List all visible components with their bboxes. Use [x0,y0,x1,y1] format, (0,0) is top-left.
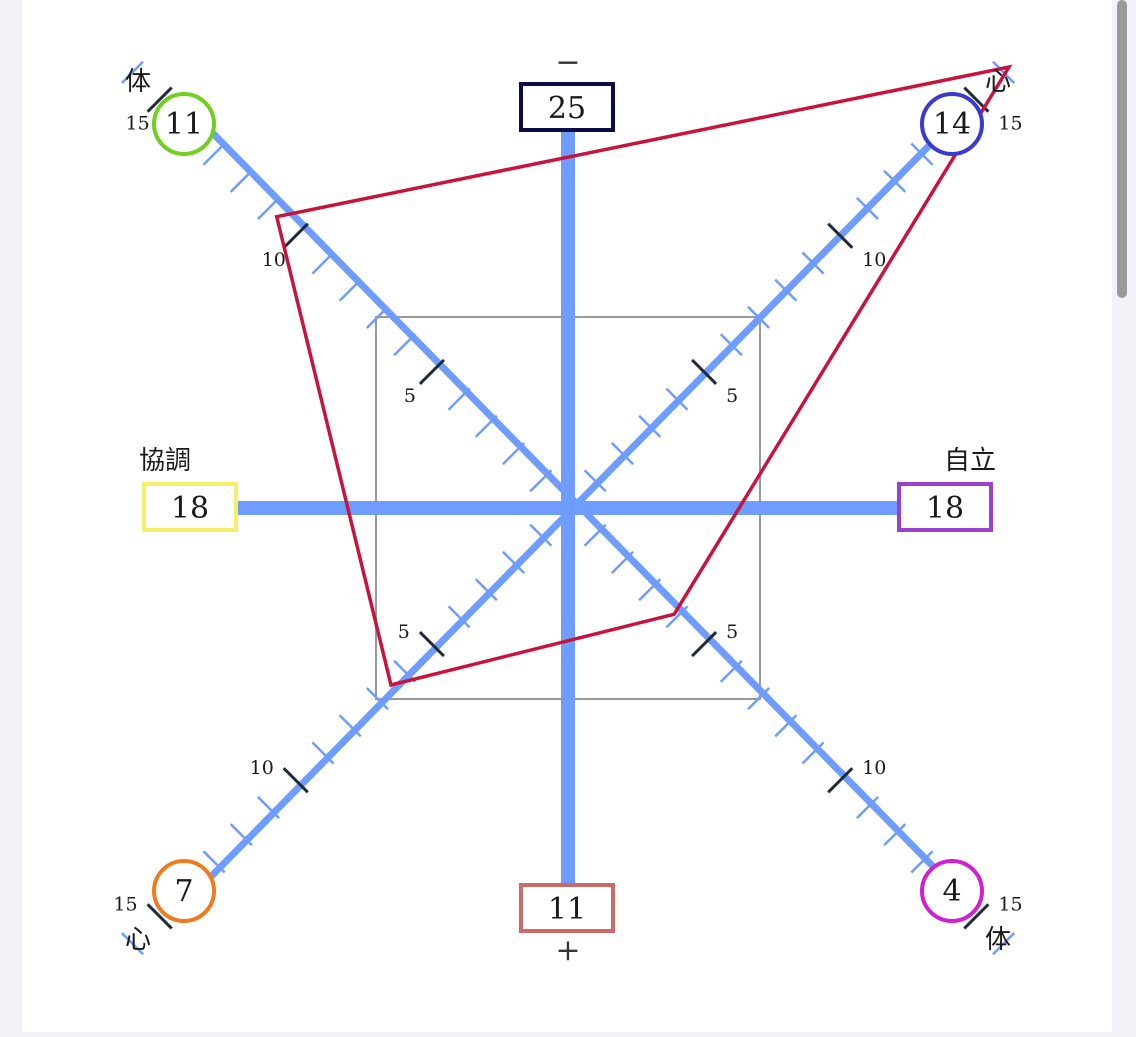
major-tick-upper-left [282,222,309,249]
upper-left-value: 11 [165,107,203,142]
minor-tick-lower-left [311,741,335,765]
tick-label-lower-right: 5 [726,621,738,643]
top-value: 25 [548,91,586,126]
minor-tick-upper-left [529,469,553,493]
major-tick-upper-right [691,358,718,385]
scrollbar-thumb[interactable] [1117,0,1127,298]
minor-tick-lower-left [502,550,526,574]
right-value: 18 [926,491,964,526]
major-tick-lower-left [282,767,309,794]
major-tick-lower-left [146,903,173,930]
minor-tick-upper-right [856,197,879,220]
minor-tick-upper-right [883,169,907,193]
minor-tick-upper-right [719,333,743,357]
upper-right-value: 14 [933,107,971,142]
major-tick-upper-left [146,86,173,113]
major-tick-upper-left [418,358,445,385]
minor-tick-upper-right [665,387,689,411]
minor-tick-upper-left [502,442,526,466]
minor-tick-upper-left [120,60,144,84]
minor-tick-lower-left [447,605,471,629]
bottom-value: 11 [548,892,586,927]
lower-right-circle-label: 体 [985,925,1011,955]
top-value-box [519,82,615,132]
minor-tick-lower-right [665,605,689,629]
minor-tick-lower-left [338,714,362,738]
minor-tick-upper-right [910,142,934,166]
tick-label-upper-right: 15 [998,113,1022,135]
minor-tick-lower-right [883,823,907,847]
major-tick-lower-right [963,903,990,930]
minor-tick-lower-left [120,932,144,956]
left-axis-label: 協調 [139,446,191,476]
minor-tick-lower-right [610,550,634,574]
minor-tick-upper-left [202,142,226,166]
minor-tick-upper-right [583,469,607,493]
minor-tick-lower-right [856,796,879,819]
minor-tick-upper-right [992,60,1016,84]
minor-tick-upper-left [447,387,471,411]
tick-label-lower-right: 10 [862,757,886,779]
minor-tick-lower-left [202,850,226,874]
right-value-box [897,482,993,532]
top-sign-label: − [555,45,580,80]
tick-label-upper-right: 10 [862,249,886,271]
right-axis-label: 自立 [944,446,996,476]
minor-tick-lower-right [910,850,934,874]
bottom-value-box [519,883,615,933]
minor-tick-upper-left [311,251,335,275]
upper-left-circle-label: 体 [125,67,151,97]
tick-label-lower-right: 15 [998,893,1022,915]
lower-left-value: 7 [174,874,193,909]
tick-label-lower-left: 5 [398,621,410,643]
lower-left-value-circle [152,859,216,923]
minor-tick-upper-left [474,414,498,438]
upper-right-circle-label: 心 [985,67,1011,97]
tick-label-upper-right: 5 [726,385,738,407]
minor-tick-lower-right [719,659,743,683]
left-value-box [142,482,238,532]
major-tick-lower-right [691,631,718,658]
minor-tick-upper-left [257,197,280,220]
minor-tick-lower-left [529,523,553,547]
tick-label-upper-left: 10 [262,249,286,271]
minor-tick-upper-left [338,278,362,302]
minor-tick-upper-right [774,278,798,302]
minor-tick-lower-left [257,796,280,819]
tick-label-upper-left: 5 [404,385,416,407]
minor-tick-lower-right [747,687,771,711]
major-tick-lower-right [827,767,854,794]
minor-tick-lower-right [801,741,825,765]
minor-tick-lower-left [365,687,389,711]
major-tick-upper-right [827,222,854,249]
minor-tick-upper-right [638,414,662,438]
lower-right-value: 4 [942,874,961,909]
minor-tick-lower-right [774,714,798,738]
minor-tick-upper-left [365,305,389,329]
upper-left-value-circle [152,92,216,156]
tick-label-lower-left: 15 [113,893,137,915]
lower-right-value-circle [920,859,984,923]
minor-tick-lower-left [229,823,253,847]
minor-tick-upper-left [393,333,417,357]
tick-label-lower-left: 10 [250,757,274,779]
upper-right-value-circle [920,92,984,156]
minor-tick-upper-right [610,442,634,466]
bottom-sign-label: + [555,933,580,968]
minor-tick-upper-right [747,305,771,329]
minor-tick-lower-right [583,523,607,547]
major-tick-lower-left [418,631,445,658]
minor-tick-upper-right [801,251,825,275]
minor-tick-lower-left [474,578,498,602]
left-value: 18 [171,491,209,526]
minor-tick-lower-right [638,578,662,602]
minor-tick-lower-right [992,932,1016,956]
tick-label-upper-left: 15 [126,113,150,135]
minor-tick-upper-left [229,169,253,193]
profile-polygon [274,64,1013,688]
lower-left-circle-label: 心 [125,925,151,955]
